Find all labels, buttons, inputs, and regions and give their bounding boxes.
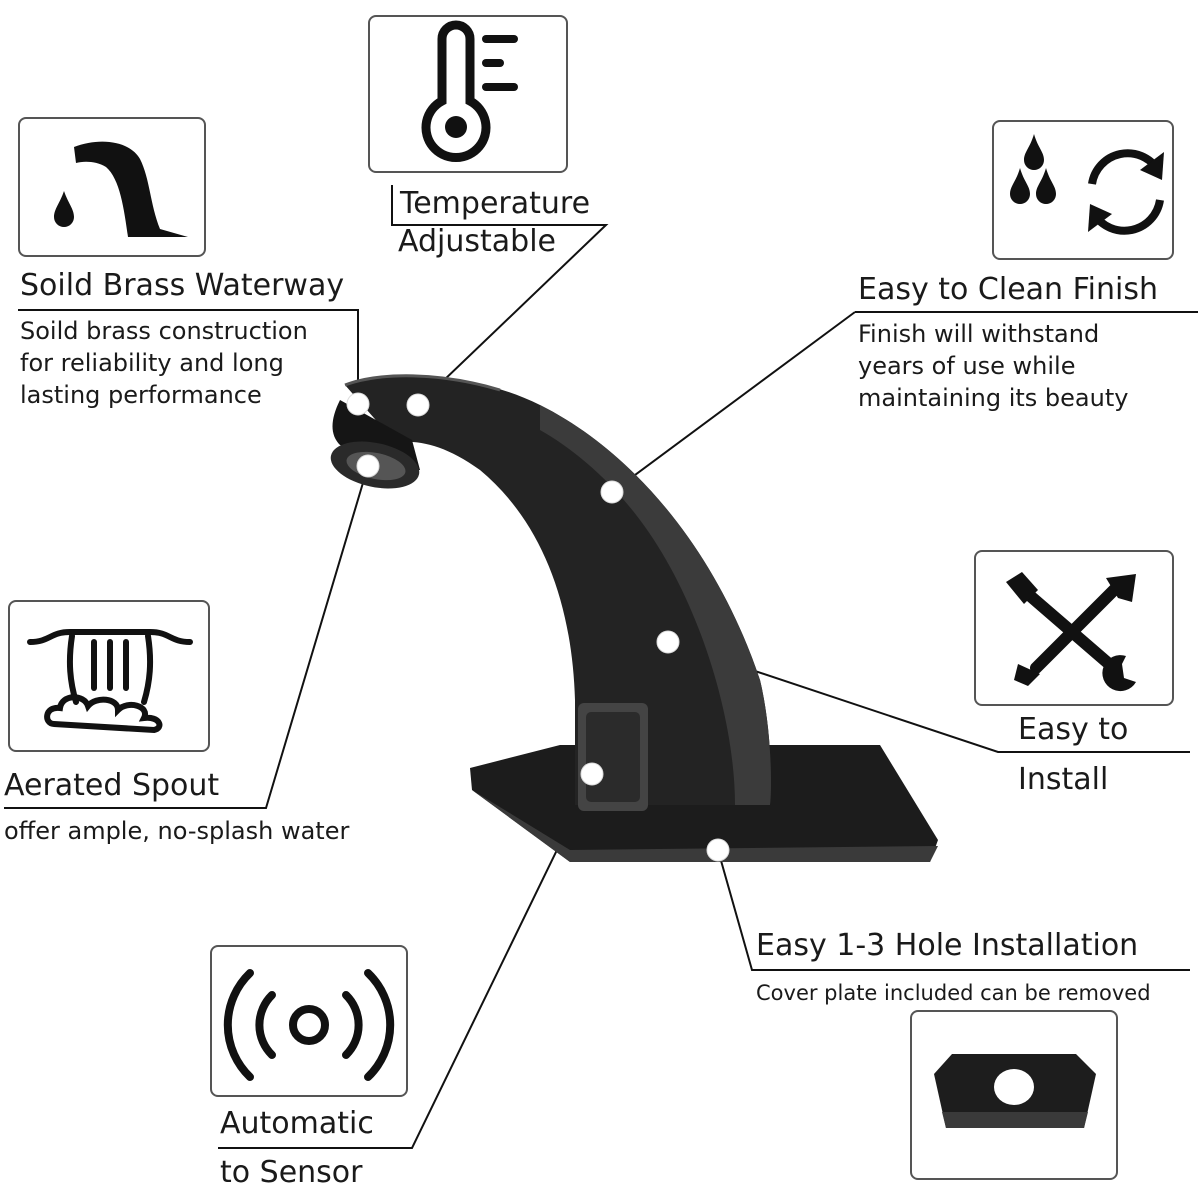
sensor-title-line1: Automatic xyxy=(220,1106,374,1141)
drops-cycle-icon xyxy=(1010,134,1164,235)
temperature-icon-box xyxy=(368,15,568,173)
hole-icon-box xyxy=(910,1010,1118,1180)
waterway-desc-line1: Soild brass construction xyxy=(20,317,308,345)
install-icon-box xyxy=(974,550,1174,706)
temperature-title-line1: Temperature xyxy=(400,186,591,221)
finish-desc-line3: maintaining its beauty xyxy=(858,384,1129,412)
waterway-title: Soild Brass Waterway xyxy=(20,268,345,303)
finish-icon-box xyxy=(992,120,1174,260)
cover-plate-icon xyxy=(934,1054,1096,1128)
temperature-title-line2: Adjustable xyxy=(398,224,556,259)
faucet-drop-icon xyxy=(54,141,188,237)
callout-dots xyxy=(346,392,730,862)
callout-lines xyxy=(4,185,1198,1149)
wrench-screwdriver-icon xyxy=(1006,572,1136,692)
finish-desc-line2: years of use while xyxy=(858,352,1076,380)
waterway-desc-line3: lasting performance xyxy=(20,381,262,409)
install-title-line2: Install xyxy=(1018,762,1109,797)
finish-title: Easy to Clean Finish xyxy=(858,272,1158,307)
faucet-body xyxy=(330,374,771,811)
aerated-desc: offer ample, no-splash water xyxy=(4,817,350,845)
sensor-title-line2: to Sensor xyxy=(220,1155,363,1190)
waterfall-icon xyxy=(27,629,193,734)
install-title-line1: Easy to xyxy=(1018,712,1129,747)
aerated-title: Aerated Spout xyxy=(4,768,220,803)
sensor-icon-box xyxy=(210,945,408,1097)
waterway-desc-line2: for reliability and long xyxy=(20,349,284,377)
finish-desc-line1: Finish will withstand xyxy=(858,320,1100,348)
sensor-waves-icon xyxy=(223,969,395,1081)
thermometer-icon xyxy=(421,20,518,162)
hole-desc: Cover plate included can be removed xyxy=(756,981,1151,1005)
aerated-icon-box xyxy=(8,600,210,752)
hole-title: Easy 1-3 Hole Installation xyxy=(756,928,1139,963)
waterway-icon-box xyxy=(18,117,206,257)
